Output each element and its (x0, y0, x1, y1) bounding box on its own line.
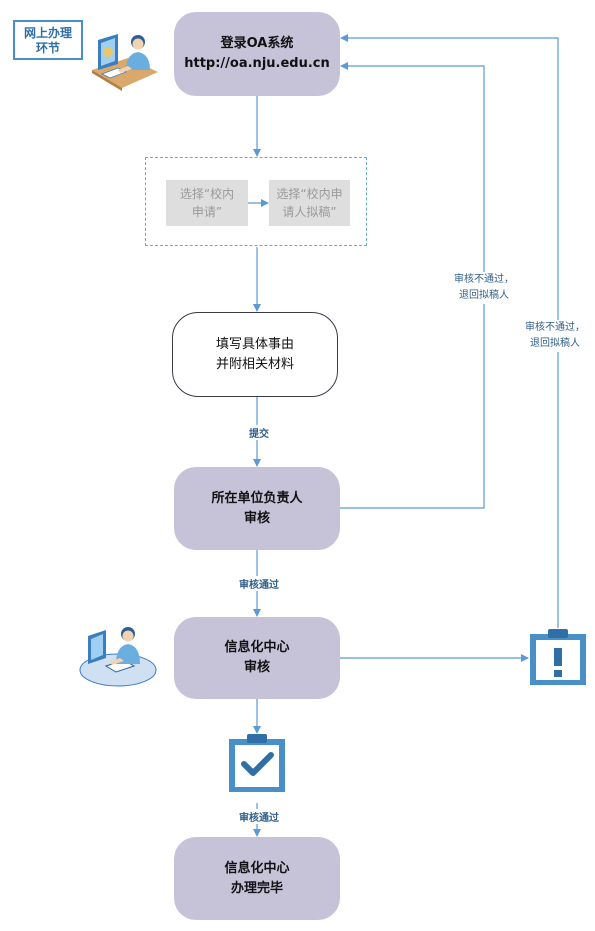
reject-info-line2: 退回拟稿人 (530, 338, 580, 349)
alert-clipboard-icon (530, 629, 586, 685)
unit-review-line1: 所在单位负责人 (211, 490, 303, 506)
info-review-line2: 审核 (243, 660, 270, 675)
edge-label-approved-unit: 审核通过 (231, 576, 287, 591)
tag-line-2: 环节 (35, 41, 60, 55)
login-title: 登录OA系统 (220, 36, 294, 51)
done-line1: 信息化中心 (224, 860, 290, 876)
step-unit-review: 所在单位负责人 审核 (174, 467, 340, 550)
tag-line-1: 网上办理 (23, 26, 72, 40)
done-line2: 办理完毕 (230, 880, 283, 896)
options-group (145, 157, 367, 246)
online-stage-tag: 网上办理 环节 (13, 20, 83, 60)
user-at-computer-icon (92, 34, 158, 91)
step-fill-details: 填写具体事由 并附相关材料 (172, 312, 338, 397)
edge-label-submit: 提交 (240, 425, 278, 440)
login-url[interactable]: http://oa.nju.edu.cn (184, 56, 330, 71)
option-apply-line2: 申请” (191, 205, 223, 219)
reject-unit-line1: 审核不通过， (454, 274, 514, 285)
operator-computer-icon (79, 627, 157, 687)
edge-label-approved-info: 审核通过 (231, 809, 287, 824)
info-review-line1: 信息化中心 (224, 640, 290, 655)
check-clipboard-icon (229, 734, 285, 792)
option-apply-line1: 选择“校内 (179, 187, 235, 201)
option-campus-apply[interactable]: 选择“校内 申请” (166, 180, 248, 226)
unit-review-line2: 审核 (243, 510, 270, 526)
step-login-oa: 登录OA系统 http://oa.nju.edu.cn (174, 12, 340, 96)
edge-label-reject-info: 审核不通过， 退回拟稿人 (518, 320, 592, 352)
step-info-center-done: 信息化中心 办理完毕 (174, 837, 340, 920)
option-draft-line2: 请人拟稿” (282, 205, 337, 219)
option-draft-line1: 选择“校内申 (276, 187, 343, 201)
arrow-info-reject (340, 34, 559, 628)
fill-line2: 并附相关材料 (215, 356, 294, 372)
reject-unit-line2: 退回拟稿人 (459, 290, 509, 301)
step-info-center-review: 信息化中心 审核 (174, 617, 340, 699)
edge-label-reject-unit: 审核不通过， 退回拟稿人 (444, 272, 524, 304)
option-drafter[interactable]: 选择“校内申 请人拟稿” (269, 180, 350, 226)
fill-line1: 填写具体事由 (215, 336, 294, 352)
reject-info-line1: 审核不通过， (525, 322, 585, 333)
